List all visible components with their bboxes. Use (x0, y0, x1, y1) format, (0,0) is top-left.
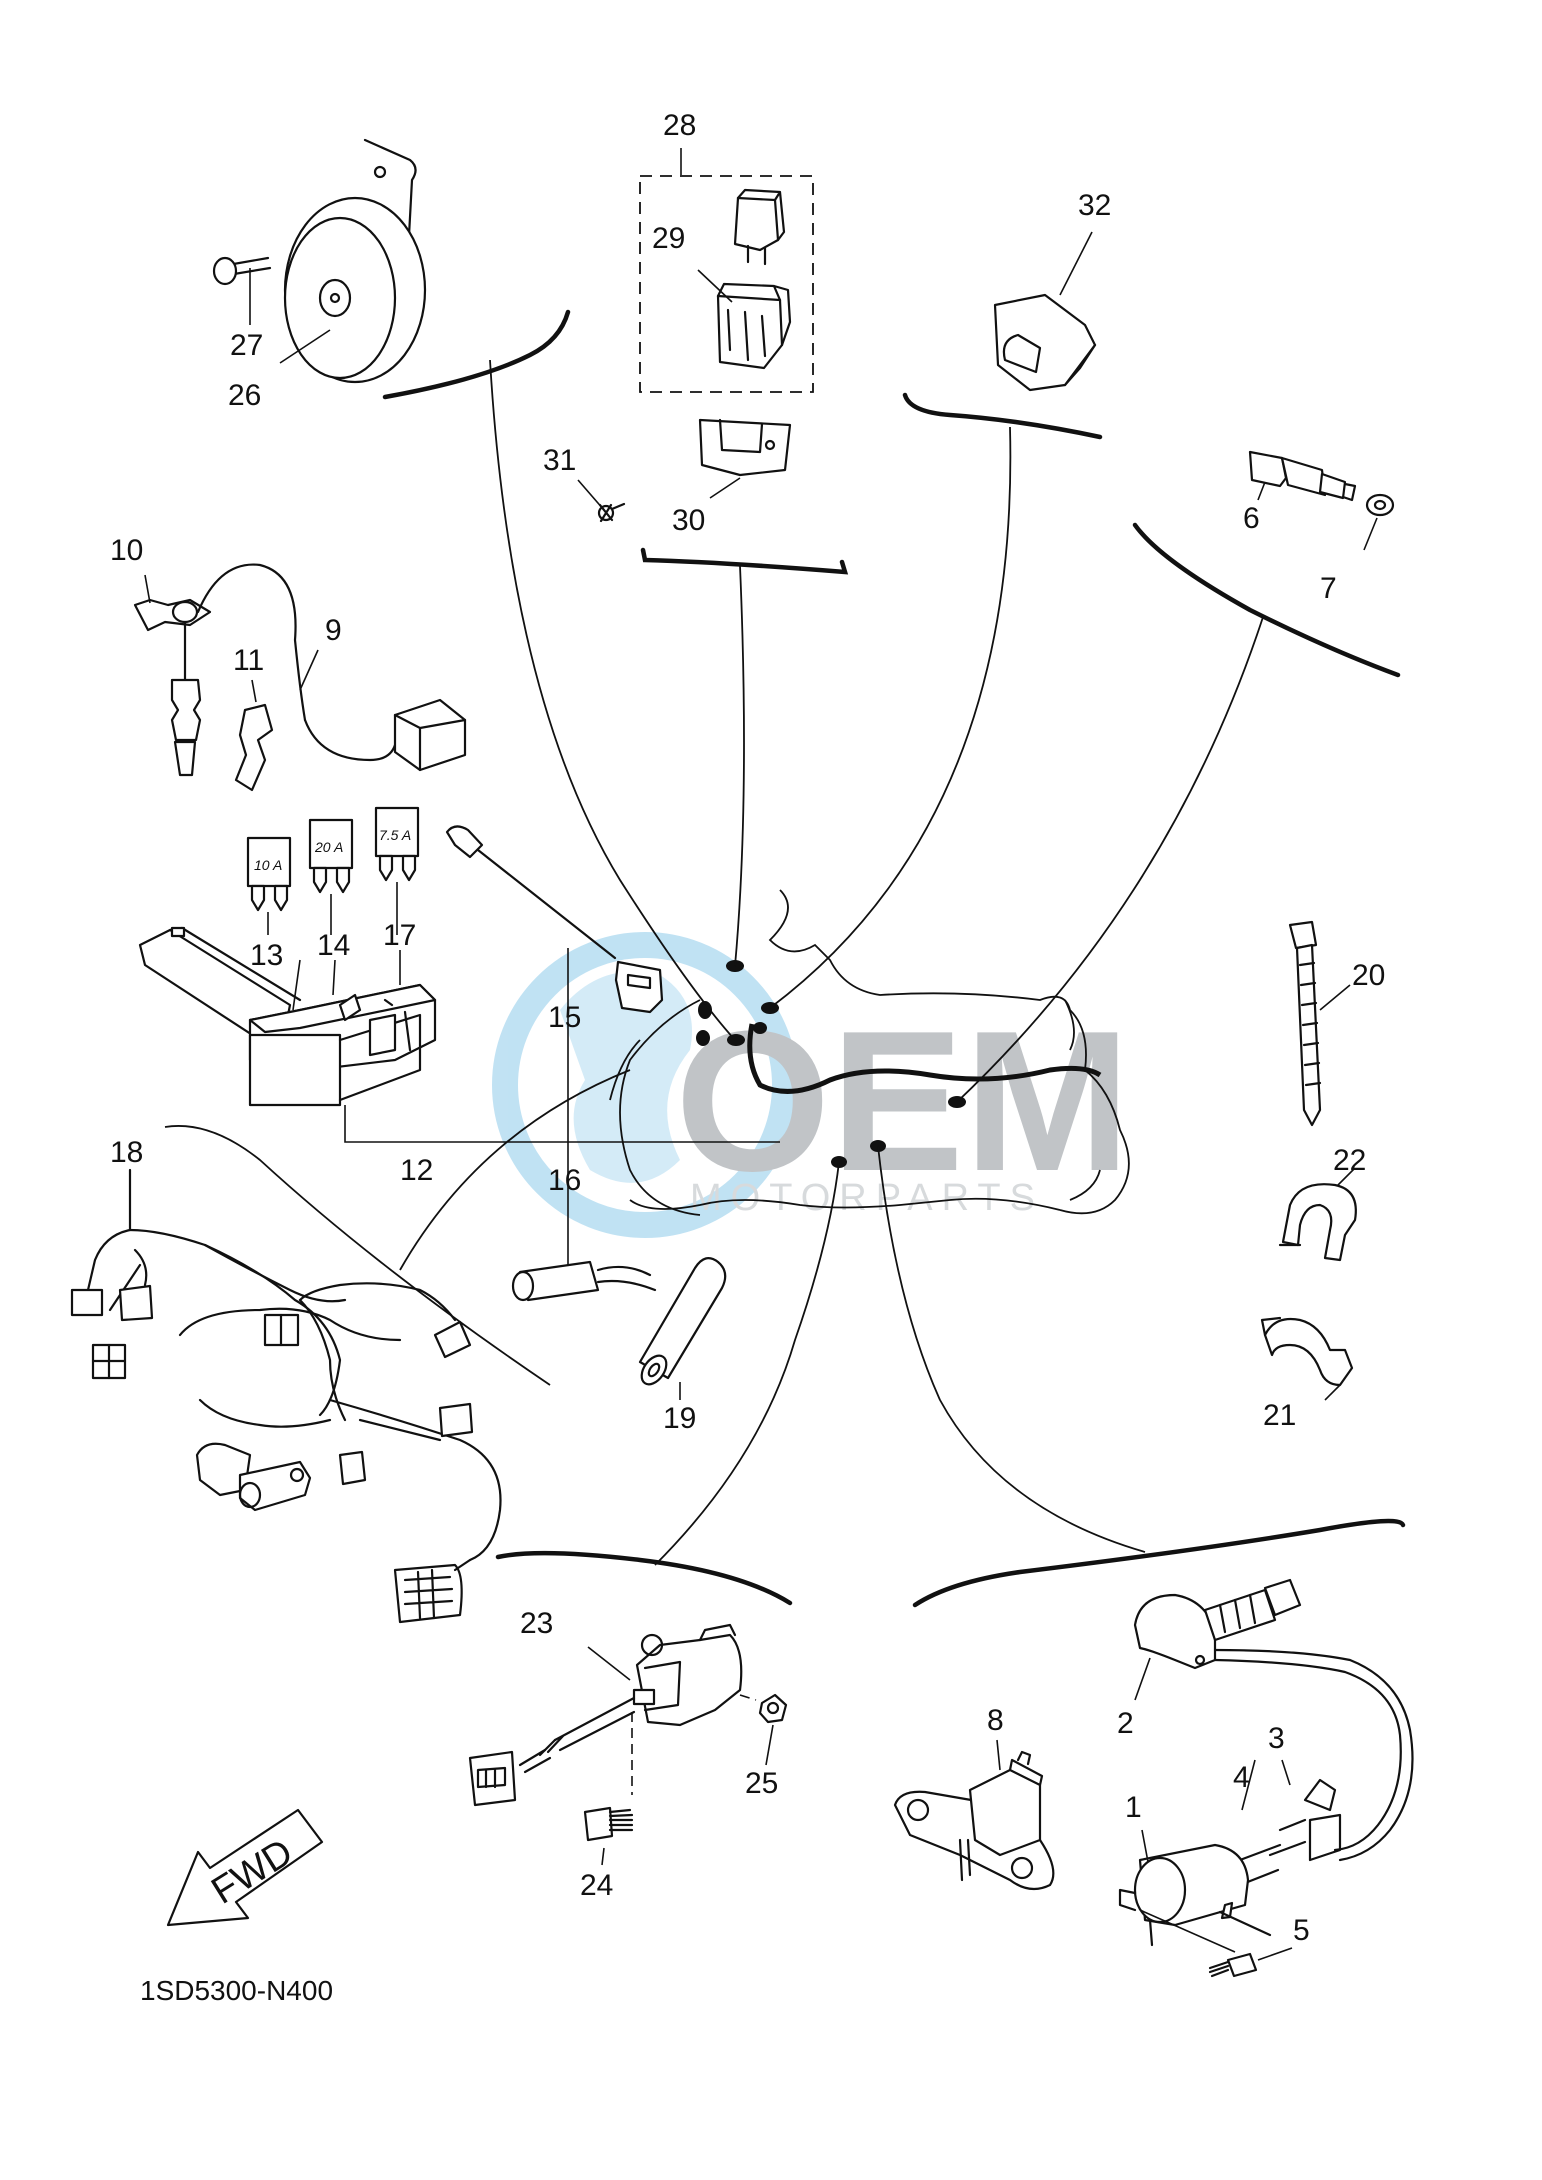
sensor-lead-15 (445, 825, 664, 1270)
callout-6: 6 (1243, 502, 1260, 535)
sensor-16 (511, 1260, 657, 1302)
sensor-bracket-8 (893, 1739, 1055, 1891)
fuse-14-rating: 20 A (314, 839, 343, 855)
callout-17: 17 (383, 919, 416, 952)
callout-13: 13 (250, 939, 283, 972)
callout-14: 14 (317, 929, 350, 962)
fuse-13: 10 A (246, 836, 292, 935)
callout-1: 1 (1125, 1791, 1142, 1824)
diagram-code: 1SD5300-N400 (140, 1975, 333, 2006)
callout-15: 15 (548, 1001, 581, 1034)
callout-20: 20 (1352, 959, 1385, 992)
callout-19: 19 (663, 1402, 696, 1435)
clip-21 (1260, 1316, 1354, 1401)
motorcycle-outline (609, 889, 1130, 1216)
callout-10: 10 (110, 534, 143, 567)
callout-21: 21 (1263, 1399, 1296, 1432)
fuse-17-rating: 7.5 A (379, 827, 411, 843)
cable-tie-20 (1288, 920, 1351, 1127)
callout-25: 25 (745, 1767, 778, 1800)
wire-harness-18 (70, 1168, 502, 1624)
callout-26: 26 (228, 379, 261, 412)
o2-sensor-assembly (133, 563, 467, 792)
clamp-22 (1278, 1167, 1357, 1262)
temp-sensor-assembly (1248, 450, 1395, 551)
horn-assembly (212, 138, 427, 384)
callout-4: 4 (1233, 1761, 1250, 1794)
sensor-assembly-23 (468, 1623, 788, 1866)
group-leader-lines (164, 309, 1406, 1608)
connector-32 (993, 231, 1097, 392)
callout-3: 3 (1268, 1722, 1285, 1755)
watermark-sub: MOTORPARTS (690, 1177, 1044, 1219)
callout-11: 11 (233, 644, 264, 677)
fuse-14: 20 A (308, 818, 354, 935)
callout-8: 8 (987, 1704, 1004, 1737)
ignition-coil-assembly (1118, 1578, 1414, 1978)
callout-18: 18 (110, 1136, 143, 1169)
callout-23: 23 (520, 1607, 553, 1640)
callout-32: 32 (1078, 189, 1111, 222)
callout-27: 27 (230, 329, 263, 362)
callout-9: 9 (325, 614, 342, 647)
fuse-13-rating: 10 A (254, 857, 282, 873)
relay-assembly (577, 148, 814, 523)
callout-7: 7 (1320, 572, 1337, 605)
callout-2: 2 (1117, 1707, 1134, 1740)
fuse-17: 7.5 A (374, 806, 420, 935)
fwd-arrow-icon: FWD (166, 1808, 324, 1927)
callout-29: 29 (652, 222, 685, 255)
callout-30: 30 (672, 504, 705, 537)
callout-16: 16 (548, 1164, 581, 1197)
callout-5: 5 (1293, 1914, 1310, 1947)
callout-24: 24 (580, 1869, 613, 1902)
callout-31: 31 (543, 444, 576, 477)
rubber-tube-19 (638, 1257, 727, 1400)
callout-12: 12 (400, 1154, 433, 1187)
callout-28: 28 (663, 109, 696, 142)
relay-kit-boundary (639, 175, 814, 393)
callout-22: 22 (1333, 1144, 1366, 1177)
watermark-globe-icon (492, 932, 798, 1238)
fuse-box (138, 926, 780, 1143)
main-harness-path (747, 1023, 1102, 1094)
